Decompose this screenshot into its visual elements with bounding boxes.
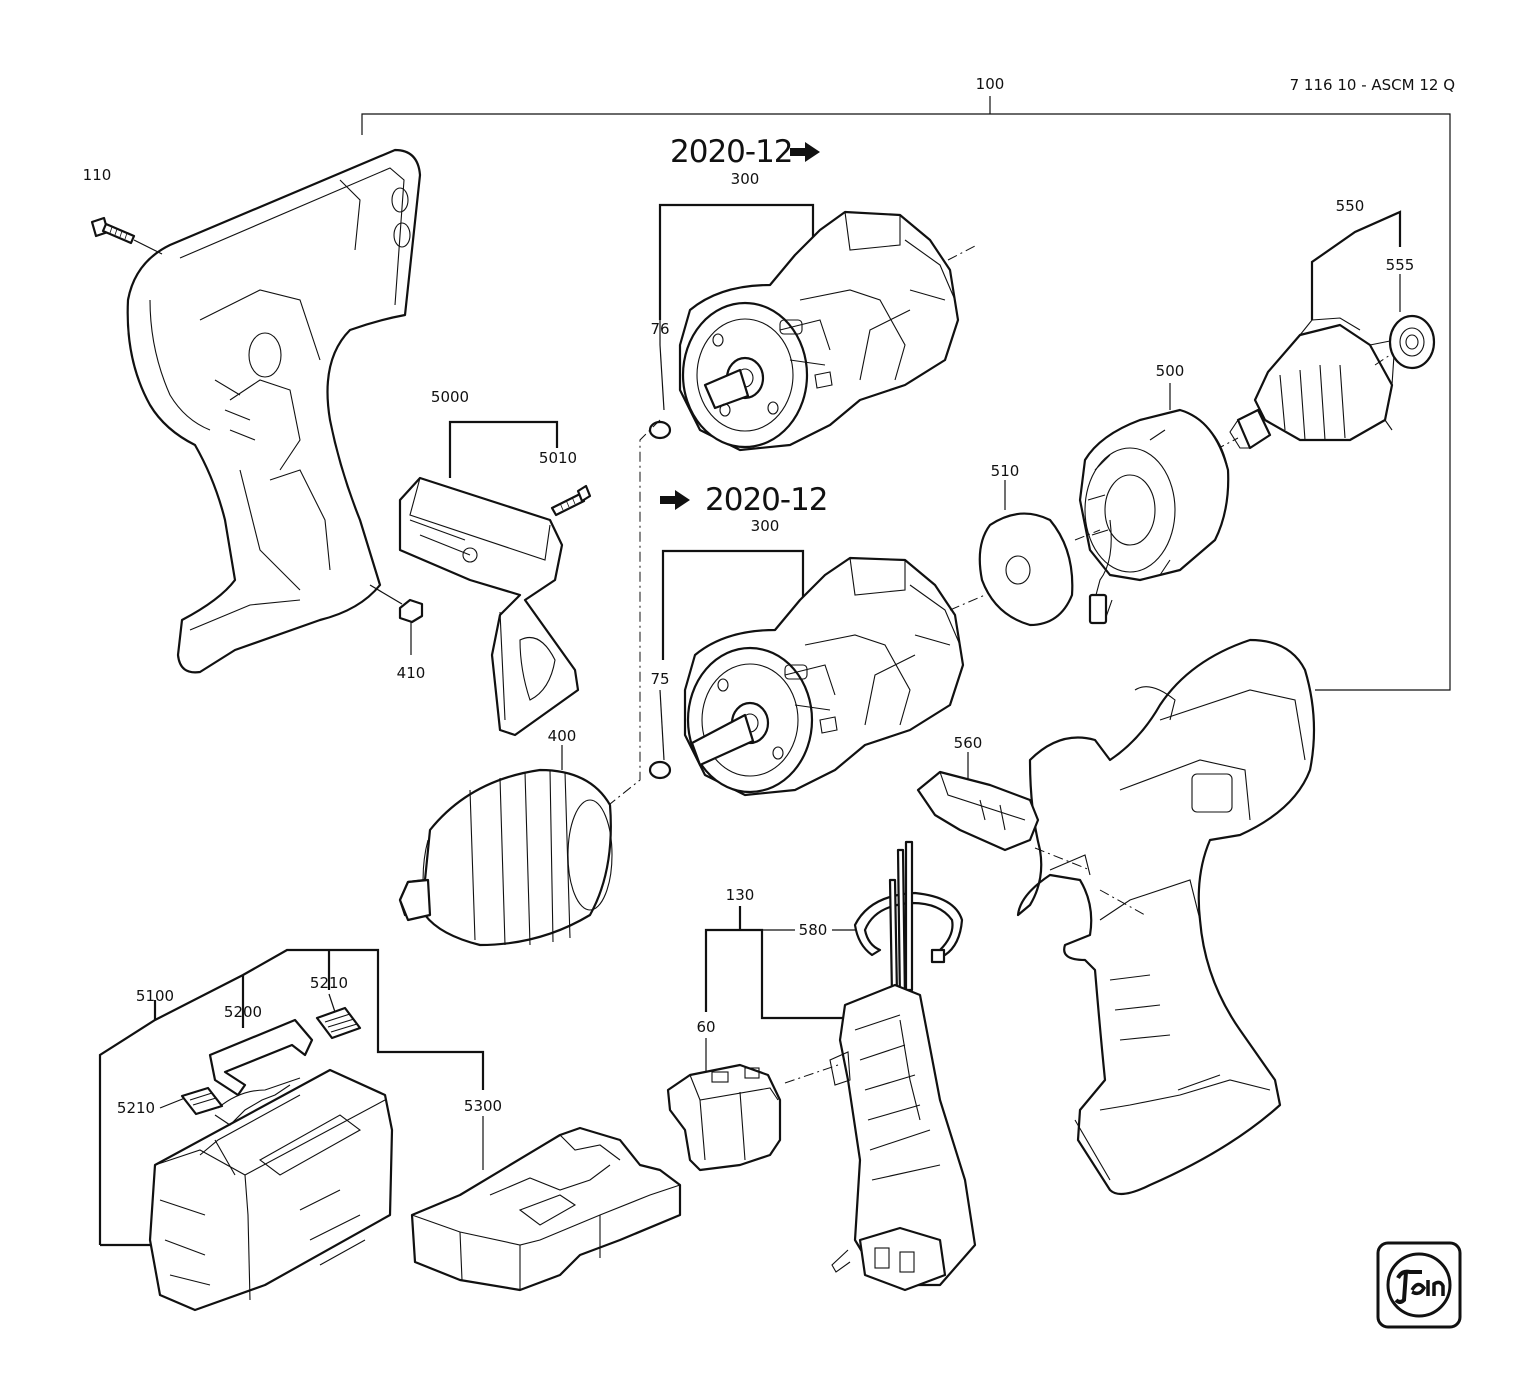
nut-410 [369,584,424,655]
part-number-500: 500 [1156,362,1185,380]
gearbox-300-lower [683,556,965,797]
part-number-5200: 5200 [224,1003,262,1021]
axis-line-upper [947,245,976,261]
part-number-300-upper: 300 [731,170,760,188]
stator-500 [1078,408,1230,625]
gearbox-300-upper [678,210,960,452]
bearing-555 [1388,314,1436,370]
screw-5010 [550,484,592,517]
fein-logo [1376,1241,1462,1329]
case-latch-5210-lower [180,1086,224,1116]
arrow-right-icon [660,490,690,510]
arrow-right-icon [790,142,820,162]
axis-line-stator [1074,529,1101,541]
part-number-300-lower: 300 [751,517,780,535]
revision-mark-lower: 2020-12 [705,482,828,518]
part-number-110: 110 [83,166,112,184]
axis-line-motor [949,594,986,611]
part-number-5210-upper: 5210 [310,974,348,992]
axis-line-armature [1374,354,1391,366]
part-number-550: 550 [1336,197,1365,215]
part-number-5300: 5300 [464,1097,502,1115]
magnet-ring-510 [978,512,1074,627]
part-number-5210-lower: 5210 [117,1099,155,1117]
case-handle-5200 [208,1018,314,1097]
part-number-580: 580 [799,921,828,939]
diagram-title: 7 116 10 - ASCM 12 Q [1290,76,1455,94]
part-number-5010: 5010 [539,449,577,467]
drill-chuck-400 [398,768,613,947]
electronics-module-130 [829,840,977,1292]
axis-line-handle [1099,889,1146,916]
battery-contact-60 [666,1063,782,1172]
o-ring-75 [648,760,672,780]
part-number-560: 560 [954,734,983,752]
part-number-510: 510 [991,462,1020,480]
part-number-555: 555 [1386,256,1415,274]
part-number-130: 130 [726,886,755,904]
axis-line-switch [1034,847,1091,871]
part-number-60: 60 [696,1018,715,1036]
housing-shell-left [126,148,422,674]
belt-clip-5000 [398,476,580,737]
part-number-400: 400 [548,727,577,745]
case-insert-5300 [410,1126,682,1292]
part-number-75: 75 [650,670,669,688]
screw-110 [90,216,163,255]
case-latch-5210-upper [315,1006,362,1040]
bracket-case-group [98,948,485,1245]
assembly-axis-line [604,419,661,809]
housing-shell-right [1016,638,1316,1196]
part-number-76: 76 [650,320,669,338]
bracket-100 [361,96,1451,691]
part-number-5000: 5000 [431,388,469,406]
axis-line-electronics [784,1064,839,1084]
part-number-410: 410 [397,664,426,682]
revision-mark-upper: 2020-12 [670,134,793,170]
part-number-5100: 5100 [136,987,174,1005]
carry-case-5100 [148,1068,394,1312]
armature-550 [1229,317,1396,450]
o-ring-76 [648,420,672,440]
cable-tie-580 [853,891,964,964]
switch-trigger-560 [916,752,1040,852]
part-number-100: 100 [976,75,1005,93]
